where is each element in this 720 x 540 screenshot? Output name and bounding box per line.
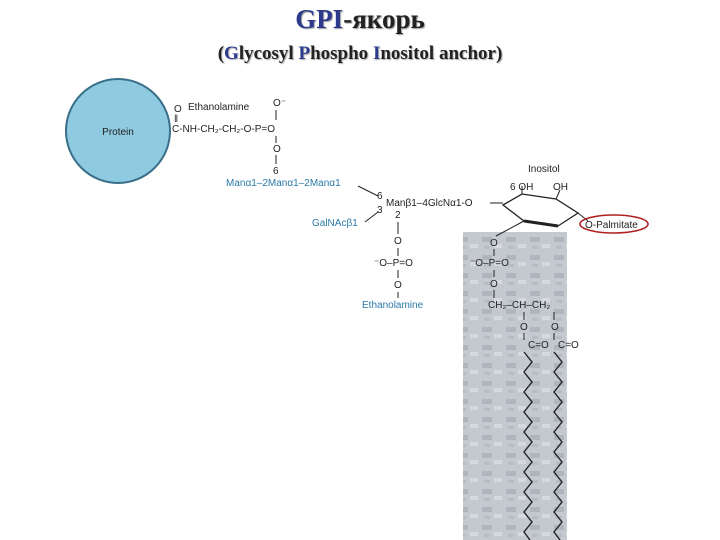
ethanolamine-bottom-label: Ethanolamine <box>362 300 424 311</box>
protein-label: Protein <box>102 127 134 138</box>
membrane-o: O <box>490 238 498 249</box>
o-palmitate-label: O-Palmitate <box>585 220 638 231</box>
subtitle-p: P <box>298 43 311 64</box>
phosphate-o-minus: O⁻ <box>273 98 286 109</box>
membrane-bilayer <box>463 232 567 540</box>
mannose-branch-bond <box>357 185 379 197</box>
palmitate-bond <box>577 212 589 222</box>
subtitle-lycosyl: lycosyl <box>238 43 299 64</box>
carbonyl-2: C=O <box>558 340 579 351</box>
fatty-acid-chain-1 <box>523 351 533 540</box>
branch-phosphate: ⁻O–P=O <box>374 258 413 269</box>
subtitle-g: G <box>224 43 239 64</box>
title-anchor-word: -якорь <box>343 4 425 34</box>
ester-o-2: O <box>551 322 559 333</box>
linker-chain: C-NH-CH₂-CH₂-O-P=O <box>172 124 275 135</box>
membrane-o2: O <box>490 279 498 290</box>
position-three: 3 <box>377 205 383 216</box>
inositol-ring <box>501 193 580 227</box>
subtitle-open-paren: ( <box>217 43 225 64</box>
man-glcn-chain: Manβ1–4GlcNα1-O <box>386 198 473 209</box>
page-title: GPI-якорь <box>0 4 720 35</box>
carbonyl-o: O <box>174 104 182 115</box>
ester-o-1: O <box>520 322 528 333</box>
inositol-oh-bond-2 <box>555 189 561 200</box>
title-gpi: GPI <box>295 4 344 34</box>
branch-o2: O <box>394 280 402 291</box>
subtitle-i: I <box>372 43 381 64</box>
position-two: 2 <box>395 210 401 221</box>
page-subtitle: (Glycosyl Phospho Inositol anchor) <box>0 43 720 65</box>
inositol-ring-front-edge <box>523 219 559 228</box>
subtitle-hospho: hospho <box>310 43 373 64</box>
carbonyl-1: C=O <box>528 340 549 351</box>
galnac-label: GalNAcβ1 <box>312 218 358 229</box>
phosphate-o: O <box>273 144 281 155</box>
mannose-chain: Manα1–2Manα1–2Manα1 <box>226 178 341 189</box>
glycerol-backbone: CH₂–CH–CH₂ <box>488 300 550 311</box>
inositol-label: Inositol <box>528 164 560 175</box>
inositol-to-phosphate-bond <box>495 220 525 237</box>
carbonyl-double-bond: ‖ <box>174 114 178 125</box>
branch-o: O <box>394 236 402 247</box>
palmitate-highlight-ring <box>579 214 649 234</box>
position-six-a: 6 <box>273 166 279 177</box>
fatty-acid-chain-2 <box>553 351 563 540</box>
inositol-oh: OH <box>553 182 568 193</box>
protein-circle <box>65 78 171 184</box>
galnac-bond <box>364 211 379 223</box>
position-six-b: 6 <box>377 191 383 202</box>
ethanolamine-top-label: Ethanolamine <box>188 102 250 113</box>
subtitle-nositol: nositol anchor) <box>380 43 503 64</box>
membrane-phosphate: ⁻O–P=O <box>470 258 509 269</box>
